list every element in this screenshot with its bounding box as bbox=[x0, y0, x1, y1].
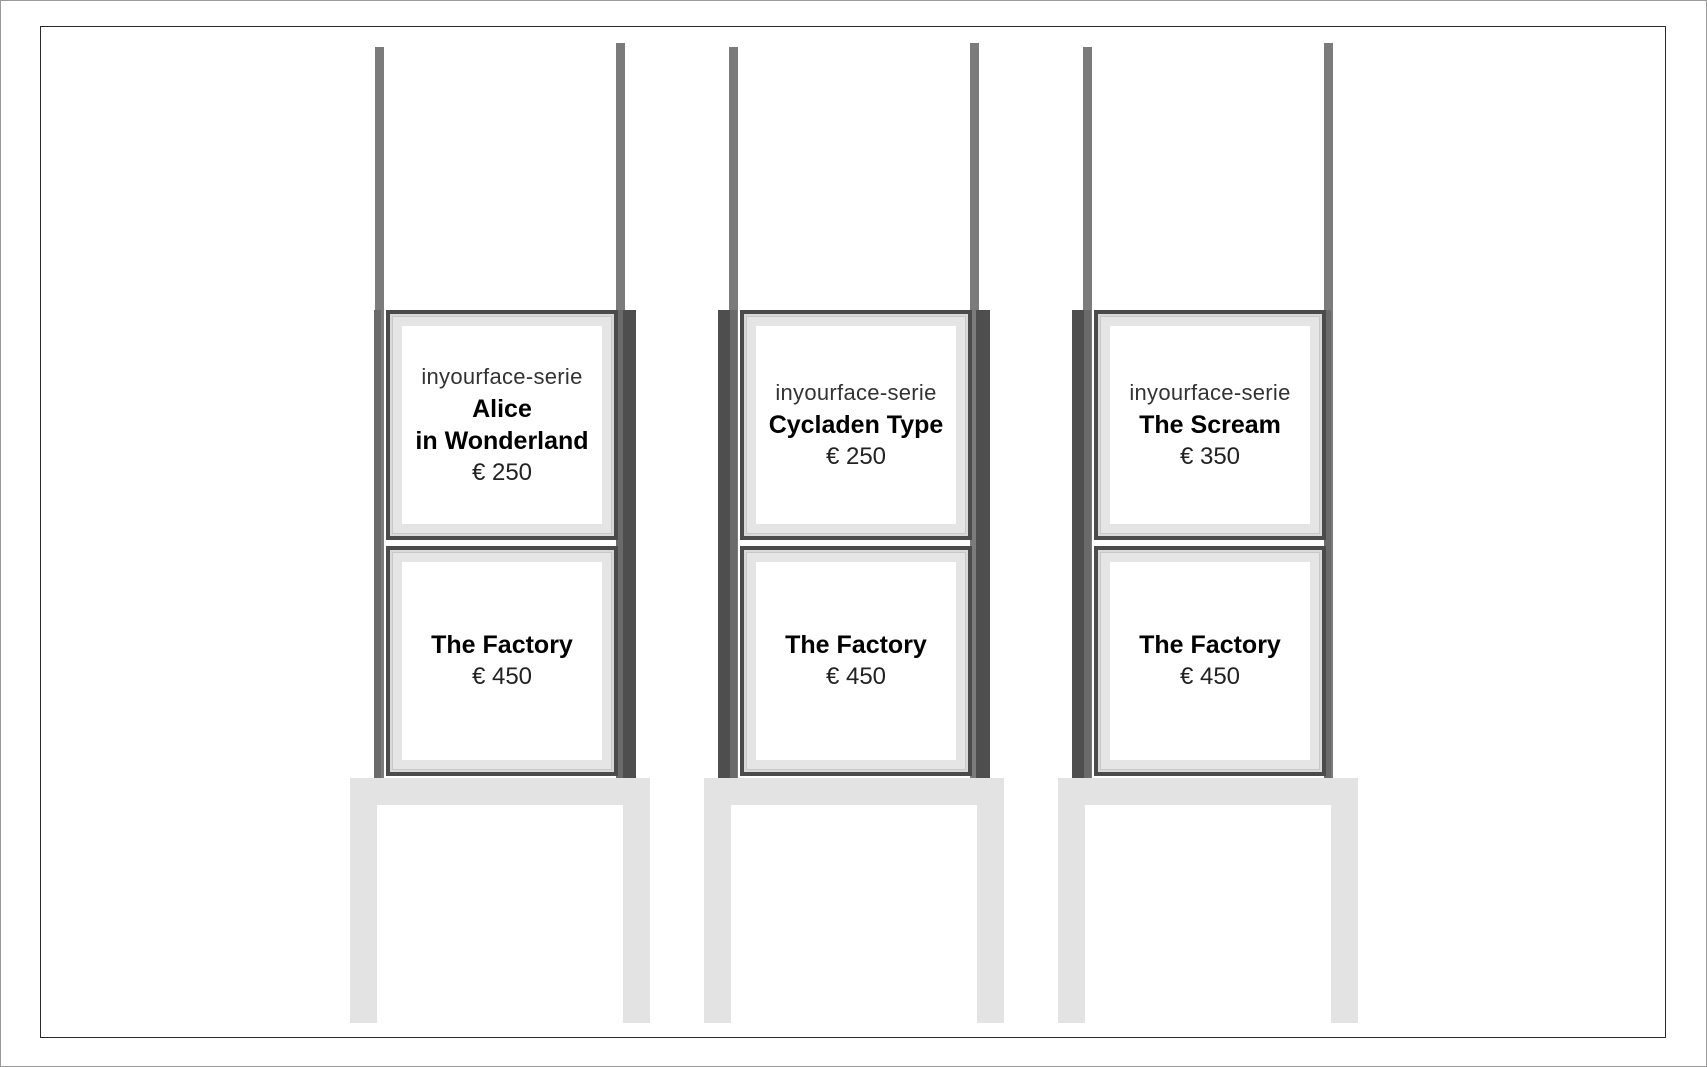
stand-right-leg bbox=[623, 778, 650, 1023]
display-stand-2: inyourface-serie Cycladen Type € 250 The… bbox=[704, 0, 1004, 1067]
artwork-name: Alice in Wonderland bbox=[415, 395, 589, 455]
top-panel: inyourface-serie Cycladen Type € 250 bbox=[740, 310, 972, 540]
artwork-price: € 450 bbox=[1179, 663, 1241, 690]
panel-face: The Factory € 450 bbox=[402, 562, 602, 760]
artwork-price: € 250 bbox=[471, 459, 533, 486]
panel-face: inyourface-serie Cycladen Type € 250 bbox=[756, 326, 956, 524]
display-stand-1: inyourface-serie Alice in Wonderland € 2… bbox=[350, 0, 650, 1067]
bottom-panel: The Factory € 450 bbox=[740, 546, 972, 776]
right-side-frame bbox=[1324, 310, 1331, 780]
stand-left-leg bbox=[1058, 778, 1085, 1023]
left-side-frame-inner bbox=[1084, 310, 1091, 780]
stand-base bbox=[1058, 778, 1358, 1023]
stand-crossbar bbox=[704, 778, 1004, 805]
series-label: inyourface-serie bbox=[775, 380, 937, 405]
left-side-frame bbox=[1072, 310, 1086, 780]
drawing-canvas bbox=[40, 26, 1666, 1038]
artwork-name: Cycladen Type bbox=[768, 411, 944, 439]
series-label: inyourface-serie bbox=[1129, 380, 1291, 405]
stand-crossbar bbox=[1058, 778, 1358, 805]
artwork-price: € 450 bbox=[825, 663, 887, 690]
artwork-name: The Scream bbox=[1139, 411, 1281, 439]
left-side-frame-inner bbox=[730, 310, 737, 780]
stand-left-leg bbox=[350, 778, 377, 1023]
artwork-price: € 350 bbox=[1179, 443, 1241, 470]
display-stand-3: inyourface-serie The Scream € 350 The Fa… bbox=[1058, 0, 1358, 1067]
stand-crossbar bbox=[350, 778, 650, 805]
left-side-frame bbox=[374, 310, 381, 780]
stand-right-leg bbox=[977, 778, 1004, 1023]
bottom-panel: The Factory € 450 bbox=[386, 546, 618, 776]
artwork-name: The Factory bbox=[431, 631, 573, 659]
artwork-name: The Factory bbox=[785, 631, 927, 659]
right-side-frame bbox=[976, 310, 990, 780]
series-label: inyourface-serie bbox=[421, 364, 583, 389]
top-panel: inyourface-serie Alice in Wonderland € 2… bbox=[386, 310, 618, 540]
panel-face: The Factory € 450 bbox=[756, 562, 956, 760]
right-pole bbox=[970, 43, 979, 780]
panel-face: inyourface-serie The Scream € 350 bbox=[1110, 326, 1310, 524]
stand-base bbox=[350, 778, 650, 1023]
artwork-name: The Factory bbox=[1139, 631, 1281, 659]
panel-face: The Factory € 450 bbox=[1110, 562, 1310, 760]
right-side-frame-inner bbox=[616, 310, 623, 780]
artwork-price: € 250 bbox=[825, 443, 887, 470]
stand-base bbox=[704, 778, 1004, 1023]
stand-left-leg bbox=[704, 778, 731, 1023]
top-panel: inyourface-serie The Scream € 350 bbox=[1094, 310, 1326, 540]
right-side-frame bbox=[622, 310, 636, 780]
panel-face: inyourface-serie Alice in Wonderland € 2… bbox=[402, 326, 602, 524]
bottom-panel: The Factory € 450 bbox=[1094, 546, 1326, 776]
stand-right-leg bbox=[1331, 778, 1358, 1023]
artwork-price: € 450 bbox=[471, 663, 533, 690]
left-side-frame bbox=[718, 310, 732, 780]
